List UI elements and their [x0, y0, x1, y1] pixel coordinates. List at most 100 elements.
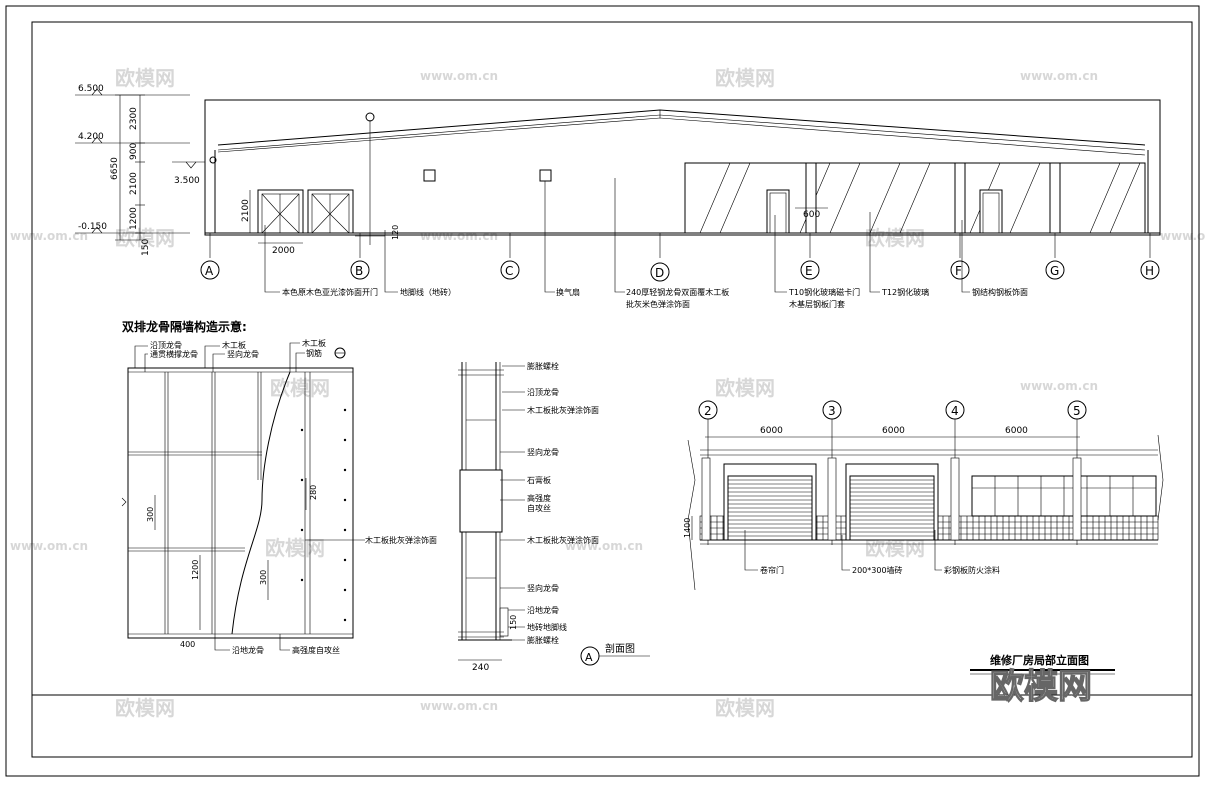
label-cross-brace: 通贯横撑龙骨: [150, 349, 198, 359]
watermark-url: www.om.cn: [420, 69, 498, 83]
watermark-url: www.om.cn: [10, 229, 88, 243]
section-label: 木工板批灰弹涂饰面: [527, 535, 599, 545]
dim-300-b: 300: [259, 570, 268, 585]
section-label: 高强度: [527, 493, 551, 503]
note-glass-door: T10钢化玻璃磁卡门: [788, 287, 860, 297]
dim-400: 400: [180, 640, 195, 649]
dim-6650: 6650: [110, 157, 120, 180]
watermark-logo: 欧模网: [715, 376, 775, 400]
section-label: 木工板批灰弹涂饰面: [527, 405, 599, 415]
dim-240: 240: [472, 663, 489, 673]
grid-label: D: [655, 266, 664, 280]
section-label: 膨胀螺栓: [527, 361, 559, 371]
label-plywood-2: 木工板: [302, 338, 326, 348]
window-band: [971, 475, 1157, 517]
grid-label: B: [355, 264, 363, 278]
dim-900: 900: [129, 143, 139, 160]
dim-1400: 1400: [683, 518, 692, 538]
rolling-shutter-right: [845, 463, 939, 541]
note-door-frame: 木基层钢板门套: [789, 299, 845, 309]
note-tempered-glass: T12钢化玻璃: [881, 287, 929, 297]
vent-left: [423, 169, 436, 182]
section-label: 沿地龙骨: [527, 605, 559, 615]
note-partition-finish: 批灰米色弹涂饰面: [626, 299, 690, 309]
dim-2100: 2100: [129, 172, 139, 195]
section-label: 沿顶龙骨: [527, 387, 559, 397]
partial-grid-label: 5: [1073, 404, 1081, 418]
label-screw: 高强度自攻丝: [292, 645, 340, 655]
note-skirting: 地脚线（地砖）: [400, 287, 456, 297]
section-label: 膨胀螺栓: [527, 635, 559, 645]
watermark-logo: 欧模网: [115, 696, 175, 720]
watermark-logo: 欧模网: [715, 66, 775, 90]
dim-280: 280: [309, 485, 318, 500]
label-bottom-track: 沿地龙骨: [232, 645, 264, 655]
watermark-url: www.om.cn: [420, 699, 498, 713]
span-6000: 6000: [882, 426, 905, 436]
dim-door-height: 2100: [241, 199, 251, 222]
watermark-url: www.om.cn: [1160, 229, 1205, 243]
watermark-logo-large: 欧模网: [990, 667, 1092, 707]
wall-detail-title: 双排龙骨隔墙构造示意:: [122, 319, 247, 334]
outer-frame: [5, 5, 1200, 777]
note-steel-panel: 彩钢板防火涂料: [944, 565, 1000, 575]
watermark-url: www.om.cn: [1020, 379, 1098, 393]
partial-grid-label: 3: [828, 404, 836, 418]
grid-label: H: [1145, 264, 1154, 278]
partial-elevation: 2 3 4 5 6000 6000 6000: [683, 400, 1164, 591]
note-door-finish: 本色原木色亚光漆饰面开门: [282, 287, 378, 297]
dim-2300: 2300: [129, 107, 139, 130]
rolling-shutter-left: [723, 463, 817, 541]
span-6000: 6000: [760, 426, 783, 436]
level-minus0150: -0.150: [78, 222, 107, 232]
section-caption: 剖面图: [605, 642, 635, 655]
label-top-track: 沿顶龙骨: [150, 340, 182, 350]
note-rolling-door: 卷帘门: [760, 565, 784, 575]
dim-300-a: 300: [146, 507, 155, 522]
dim-150: 150: [509, 615, 518, 630]
section-label: 自攻丝: [527, 503, 551, 513]
section-marker: A: [585, 651, 593, 664]
section-detail: 膨胀螺栓 沿顶龙骨 木工板批灰弹涂饰面 竖向龙骨 石膏板 高强度 自攻丝 木工板…: [458, 361, 650, 673]
note-steel-cladding: 钢结构钢板饰面: [972, 287, 1028, 297]
watermark-url: www.om.cn: [565, 539, 643, 553]
grid-label: C: [505, 264, 513, 278]
grid-label: G: [1050, 264, 1059, 278]
span-6000: 6000: [1005, 426, 1028, 436]
watermarks: 欧模网 www.om.cn 欧模网 www.om.cn 欧模网 www.om.c…: [10, 66, 1205, 720]
watermark-logo: 欧模网: [270, 376, 330, 400]
level-3500: 3.500: [174, 176, 200, 186]
watermark-url: www.om.cn: [1020, 69, 1098, 83]
main-elevation: 6.500 4.200 3.500 -0.150 2300 900 2100 1…: [75, 84, 1161, 309]
title-block: 维修厂房局部立面图: [970, 653, 1115, 675]
watermark-logo: 欧模网: [115, 66, 175, 90]
section-label: 石膏板: [527, 475, 551, 485]
label-rebar: 钢筋: [306, 348, 322, 358]
partial-grid-label: 2: [704, 404, 712, 418]
level-4200: 4.200: [78, 132, 104, 142]
partial-grid-label: 4: [951, 404, 959, 418]
watermark-url: www.om.cn: [10, 539, 88, 553]
watermark-url: www.om.cn: [420, 229, 498, 243]
elevation-notes: 本色原木色亚光漆饰面开门 地脚线（地砖） 换气扇 240厚轻钢龙骨双面覆木工板 …: [264, 178, 1028, 309]
grid-label: E: [805, 264, 813, 278]
dim-120: 120: [391, 225, 400, 240]
section-label: 竖向龙骨: [527, 447, 559, 457]
dim-600: 600: [803, 210, 820, 220]
label-plywood: 木工板: [222, 340, 246, 350]
drawing-title: 维修厂房局部立面图: [990, 653, 1089, 667]
level-6500: 6.500: [78, 84, 104, 94]
note-exhaust-fan: 换气扇: [556, 287, 580, 297]
dim-150: 150: [141, 239, 151, 256]
double-doors: [257, 189, 354, 234]
vent-right: [539, 169, 552, 182]
watermark-logo: 欧模网: [115, 226, 175, 250]
grid-axes: A B C D E F G H: [200, 233, 1160, 282]
inner-frame: [31, 21, 1193, 758]
watermark-logo: 欧模网: [865, 226, 925, 250]
grid-label: A: [205, 264, 214, 278]
building-outline: [204, 99, 1161, 236]
section-label: 竖向龙骨: [527, 583, 559, 593]
section-label: 地砖地脚线: [527, 622, 567, 632]
